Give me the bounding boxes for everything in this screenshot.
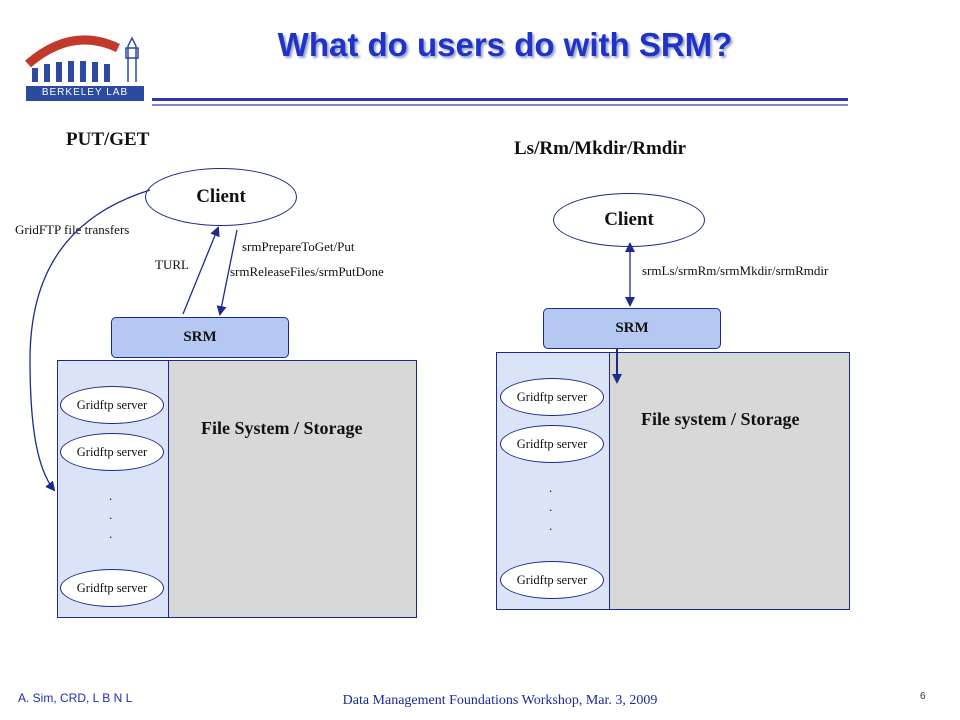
left-storage-label: File System / Storage: [201, 418, 363, 438]
footer-event: Data Management Foundations Workshop, Ma…: [342, 693, 658, 708]
right-ellipsis-dot: .: [549, 518, 553, 533]
right-gridftp-server-1: Gridftp server: [500, 378, 604, 416]
page-title: What do users do with SRM?: [277, 26, 733, 63]
right-srm-box: SRM: [543, 308, 721, 349]
left-ellipsis-dot: .: [109, 507, 113, 522]
left-gridftp-server-2: Gridftp server: [60, 433, 164, 471]
right-ellipsis-dot: .: [549, 499, 553, 514]
left-ellipsis-dot: .: [109, 526, 113, 541]
left-section-title: PUT/GET: [66, 129, 150, 150]
prepare-label: srmPrepareToGet/Put: [242, 239, 355, 254]
berkeley-lab-logo-icon: [25, 35, 144, 101]
right-gridftp-server-3: Gridftp server: [500, 561, 604, 599]
berkeley-lab-logo: BERKELEY LAB: [22, 18, 152, 104]
left-ellipsis-dot: .: [109, 488, 113, 503]
gridftp-transfers-label: GridFTP file transfers: [15, 222, 130, 237]
release-label: srmReleaseFiles/srmPutDone: [230, 264, 384, 279]
left-gridftp-server-3: Gridftp server: [60, 569, 164, 607]
logo-text: BERKELEY LAB: [41, 87, 129, 98]
left-srm-box: SRM: [111, 317, 289, 358]
footer-author: A. Sim, CRD, L B N L: [18, 691, 133, 705]
right-section-title: Ls/Rm/Mkdir/Rmdir: [514, 138, 687, 159]
right-ellipsis-dot: .: [549, 480, 553, 495]
page-number: 6: [920, 691, 926, 702]
srm-ops-label: srmLs/srmRm/srmMkdir/srmRmdir: [642, 263, 829, 278]
turl-label: TURL: [155, 257, 189, 272]
right-client-node: Client: [553, 193, 705, 247]
title-rule: [152, 98, 848, 101]
right-storage-label: File system / Storage: [641, 409, 800, 429]
right-gridftp-server-2: Gridftp server: [500, 425, 604, 463]
left-gridftp-server-1: Gridftp server: [60, 386, 164, 424]
title-rule-thin: [152, 104, 848, 106]
left-client-node: Client: [145, 168, 297, 226]
